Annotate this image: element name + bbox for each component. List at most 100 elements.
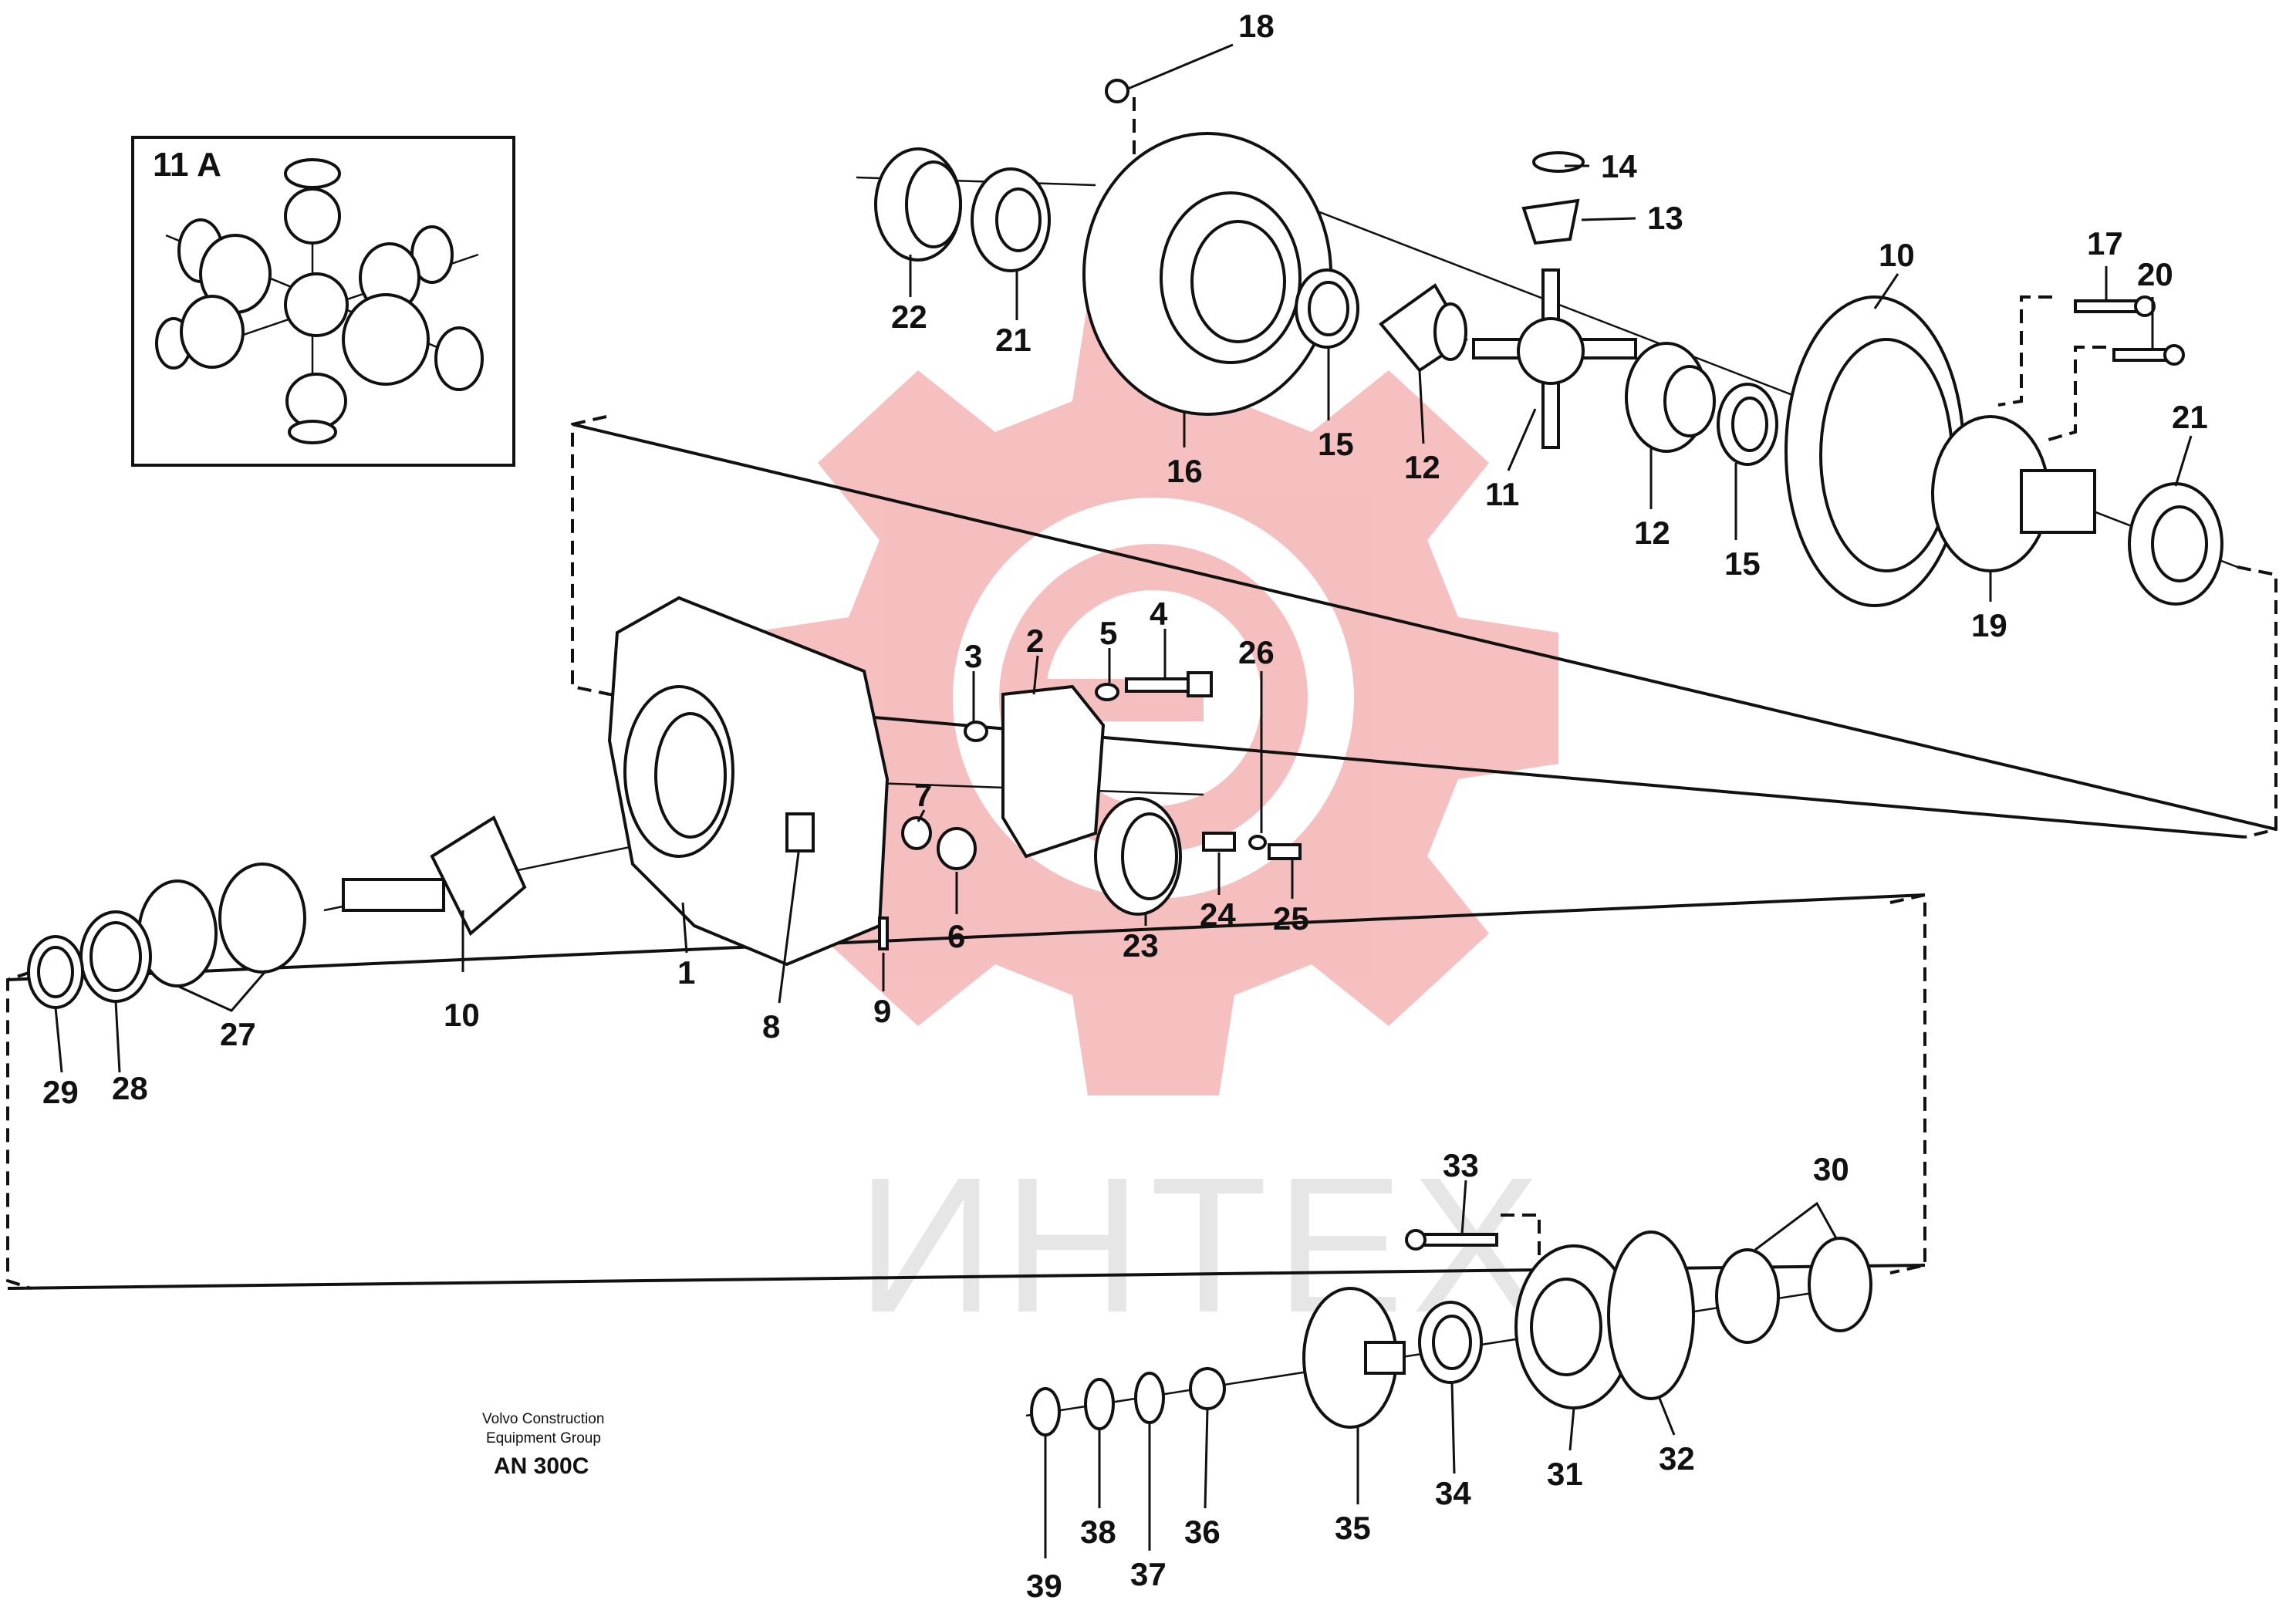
part-11-spider (1472, 268, 1637, 449)
part-7-ring (901, 816, 932, 850)
part-19-carrier (1931, 415, 2096, 572)
part-8-plate (785, 812, 815, 852)
part-1-housing (607, 596, 890, 967)
inset-11a: 11 A (131, 136, 515, 467)
callout-25: 25 (1273, 900, 1309, 937)
callout-15-upper: 15 (1318, 426, 1354, 462)
model-code: AN 300C (494, 1453, 589, 1479)
callout-10-pinion: 10 (444, 997, 480, 1033)
callout-4: 4 (1150, 596, 1168, 632)
callout-34: 34 (1435, 1475, 1471, 1511)
dash-bolt-17 (1997, 295, 2052, 407)
part-31-cover (1514, 1244, 1633, 1409)
callout-30: 30 (1813, 1151, 1849, 1187)
callout-8: 8 (762, 1008, 780, 1045)
callout-38: 38 (1080, 1514, 1116, 1550)
part-22-gear (874, 147, 962, 262)
callout-5: 5 (1099, 615, 1117, 651)
callout-10-ring-gear: 10 (1879, 237, 1915, 273)
callout-6: 6 (947, 918, 965, 954)
part-38-lockwasher (1084, 1378, 1115, 1430)
part-24-lock (1202, 832, 1236, 852)
part-35-flange (1302, 1287, 1406, 1429)
part-13-pinion (1521, 198, 1580, 245)
callout-22: 22 (891, 299, 927, 335)
dash-frame-left (571, 415, 610, 696)
part-25-bolt (1268, 843, 1302, 860)
callout-21-right: 21 (2172, 399, 2208, 435)
part-39-circlip (1030, 1387, 1061, 1436)
part-3-bushing (964, 721, 988, 742)
part-18-nut (1105, 79, 1129, 103)
part-15-washer-upper (1295, 268, 1359, 349)
part-21-bearing-upper (971, 167, 1051, 272)
callout-labels: 1 2 3 4 5 6 7 8 9 10 10 11 12 12 13 14 1… (42, 8, 2208, 1604)
callout-21-upper: 21 (995, 322, 1032, 358)
callout-1: 1 (677, 954, 695, 991)
dash-frame-lower-right (1889, 893, 1926, 1274)
callout-35: 35 (1335, 1510, 1371, 1546)
callout-20: 20 (2137, 256, 2173, 292)
part-16-housing (1082, 132, 1332, 416)
leader-lines (54, 43, 2193, 1558)
part-29-ring (27, 935, 84, 1009)
part-28-ring (79, 910, 152, 1003)
dash-bolt-33 (1501, 1214, 1541, 1265)
callout-31: 31 (1547, 1456, 1583, 1492)
part-10-pinion-shaft (342, 815, 527, 937)
part-37-lockwasher (1134, 1372, 1165, 1424)
part-2-bearing-cap (1001, 684, 1106, 859)
part-15-washer-lower (1717, 383, 1778, 466)
callout-26: 26 (1238, 634, 1275, 670)
maker-block: Volvo Construction Equipment Group AN 30… (482, 1411, 604, 1479)
part-32-o-ring (1607, 1230, 1695, 1400)
callout-2: 2 (1026, 623, 1044, 659)
part-5-washer (1095, 683, 1119, 701)
maker-line-1: Volvo Construction (482, 1411, 604, 1427)
part-26-washer (1248, 835, 1267, 850)
callout-28: 28 (112, 1070, 148, 1106)
callout-23: 23 (1123, 927, 1159, 964)
callout-3: 3 (964, 638, 982, 674)
callout-18: 18 (1238, 8, 1275, 44)
callout-13: 13 (1647, 200, 1683, 236)
callout-17: 17 (2087, 225, 2123, 262)
callout-9: 9 (873, 993, 891, 1029)
part-10-ring-gear (1784, 295, 1965, 607)
callout-33: 33 (1443, 1147, 1479, 1183)
callout-19: 19 (1971, 607, 2007, 643)
part-34-seal (1418, 1301, 1483, 1384)
part-36-nut (1189, 1367, 1226, 1410)
callout-16: 16 (1167, 453, 1203, 489)
callout-12-lower: 12 (1634, 515, 1670, 551)
part-27-bearing (137, 863, 306, 987)
part-23-adjusting-nut (1094, 797, 1182, 916)
maker-line-2: Equipment Group (486, 1430, 601, 1447)
dash-frame-right (2237, 565, 2277, 839)
part-12-bevel-gear-upper (1379, 283, 1468, 373)
callout-32: 32 (1659, 1440, 1695, 1477)
part-17-bolt (2074, 295, 2156, 317)
callout-39: 39 (1026, 1568, 1062, 1604)
callout-36: 36 (1184, 1514, 1221, 1550)
part-6-plug (937, 827, 977, 870)
callout-12-upper: 12 (1404, 449, 1440, 485)
part-30-bearing (1715, 1237, 1872, 1344)
callout-7: 7 (914, 777, 932, 813)
callout-15-lower: 15 (1724, 545, 1761, 582)
callout-24: 24 (1200, 896, 1236, 933)
callout-14: 14 (1601, 148, 1637, 184)
part-9-pin (878, 917, 889, 950)
dash-bolt-20 (2048, 346, 2106, 441)
part-33-bolt (1405, 1229, 1498, 1251)
part-21-bearing-right (2128, 482, 2223, 606)
part-14-washer (1532, 151, 1585, 173)
part-12-bevel-gear-lower (1625, 342, 1716, 453)
callout-29: 29 (42, 1074, 79, 1110)
dash-frame-lower-left (6, 971, 32, 1290)
part-20-bolt (2112, 344, 2185, 366)
callout-27: 27 (220, 1016, 256, 1052)
callout-11: 11 (1485, 476, 1519, 512)
